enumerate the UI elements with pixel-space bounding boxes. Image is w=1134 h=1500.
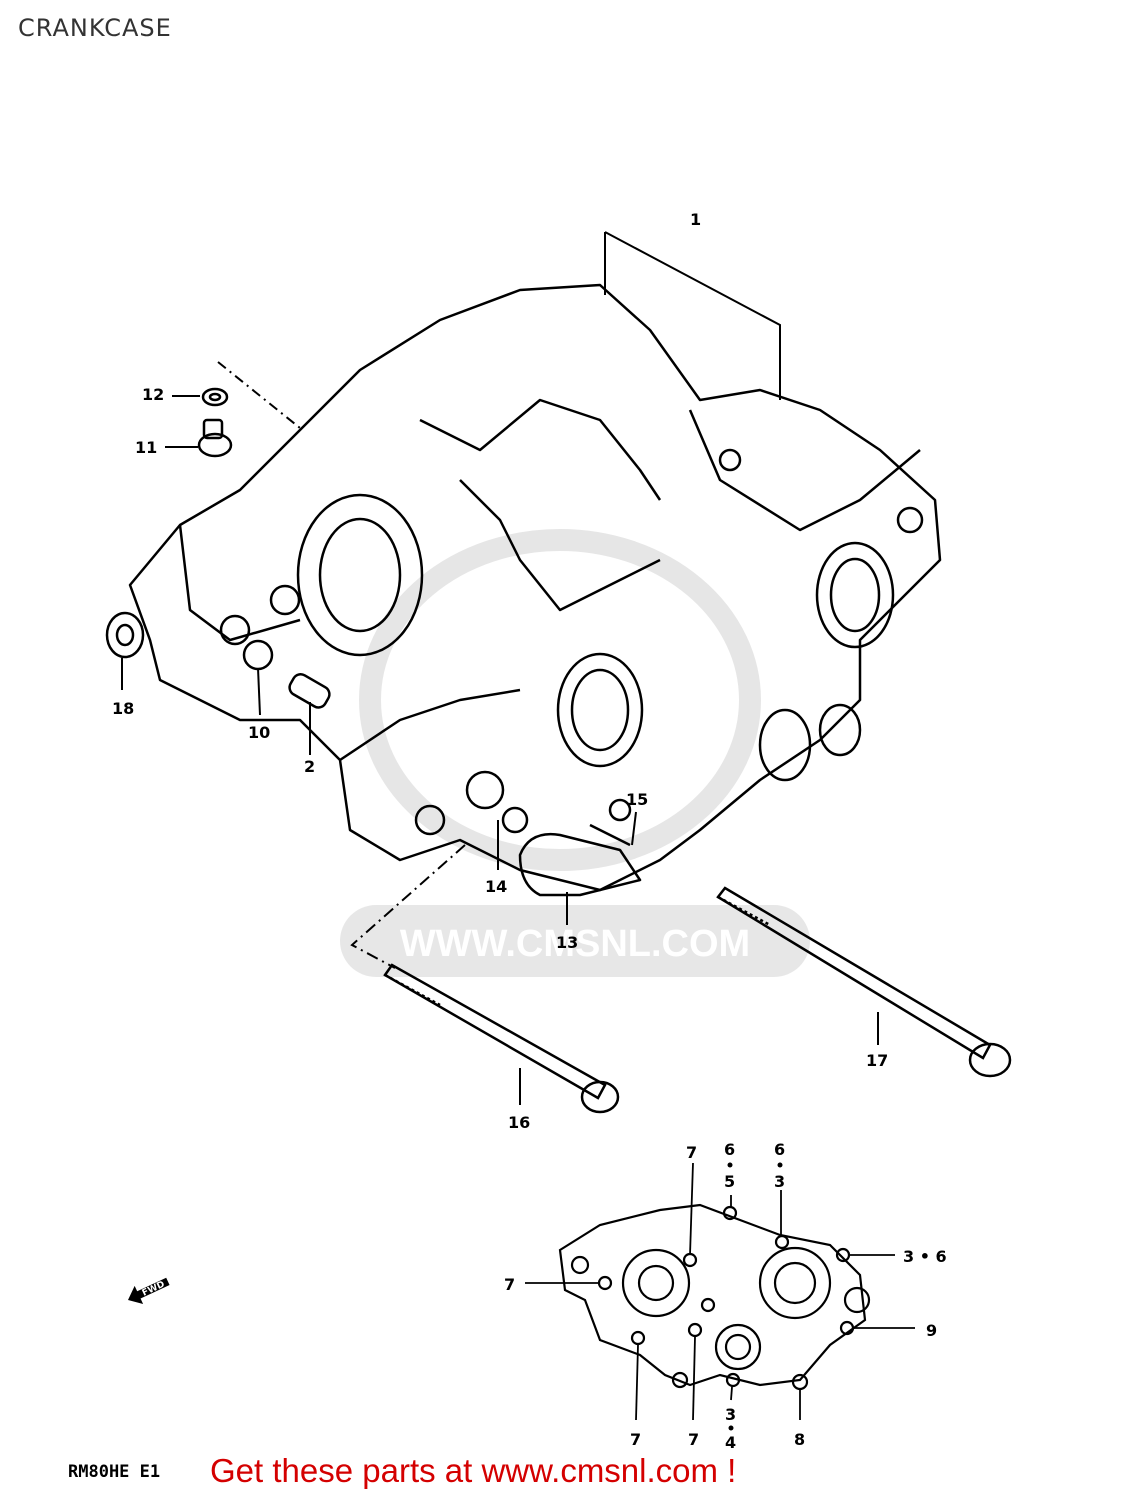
promo-text[interactable]: Get these parts at www.cmsnl.com ! xyxy=(210,1452,737,1489)
inset-callout-5: 5 xyxy=(724,1172,735,1191)
callout-14: 14 xyxy=(485,877,507,896)
callout-17: 17 xyxy=(866,1051,888,1070)
drain-washer-12 xyxy=(201,387,229,407)
callout-15: 15 xyxy=(626,790,648,809)
callout-2: 2 xyxy=(304,757,315,776)
inset-callout-3-a: 3 xyxy=(774,1172,785,1191)
model-code: RM80HE E1 xyxy=(68,1462,161,1482)
inset-callout-6-b: 6 xyxy=(774,1140,785,1159)
callout-12: 12 xyxy=(142,385,164,404)
callout-labels: 1 2 10 11 12 13 14 15 16 17 18 xyxy=(112,210,888,1132)
inset-callout-labels: 7 6 5 6 3 3 • 6 7 9 7 7 3 4 8 xyxy=(504,1140,947,1452)
inset-callout-7-bottom-b: 7 xyxy=(688,1430,699,1449)
inset-bolt-layout xyxy=(558,1203,871,1391)
inset-callout-7-bottom-a: 7 xyxy=(630,1430,641,1449)
inset-callout-3-6: 3 • 6 xyxy=(903,1247,947,1266)
leader-lines xyxy=(121,231,879,1105)
drain-plug-11 xyxy=(197,418,233,458)
crankcase-assembly xyxy=(128,283,942,897)
cap-18 xyxy=(105,611,145,659)
watermark: WWW.CMSNL.COM xyxy=(340,529,810,977)
inset-callout-3-b: 3 xyxy=(725,1405,736,1424)
bolt-17 xyxy=(716,886,1012,1078)
callout-16: 16 xyxy=(508,1113,530,1132)
inset-callout-4: 4 xyxy=(725,1433,736,1452)
inset-callout-7-left: 7 xyxy=(504,1275,515,1294)
inset-callout-7-top: 7 xyxy=(686,1143,697,1162)
svg-text:FWD: FWD xyxy=(141,1280,167,1299)
callout-1: 1 xyxy=(690,210,701,229)
inset-callout-8: 8 xyxy=(794,1430,805,1449)
watermark-text: WWW.CMSNL.COM xyxy=(400,923,750,965)
callout-11: 11 xyxy=(135,438,157,457)
bolt-16 xyxy=(383,963,620,1114)
inset-callout-6-a: 6 xyxy=(724,1140,735,1159)
callout-13: 13 xyxy=(556,933,578,952)
callout-10: 10 xyxy=(248,723,270,742)
inset-callout-9: 9 xyxy=(926,1321,937,1340)
forward-direction-arrow-icon: FWD xyxy=(128,1277,170,1304)
callout-18: 18 xyxy=(112,699,134,718)
inset-leader-lines xyxy=(525,1162,915,1421)
page-title: CRANKCASE xyxy=(18,14,172,42)
exploded-parts-diagram: WWW.CMSNL.COM xyxy=(105,210,1012,1452)
